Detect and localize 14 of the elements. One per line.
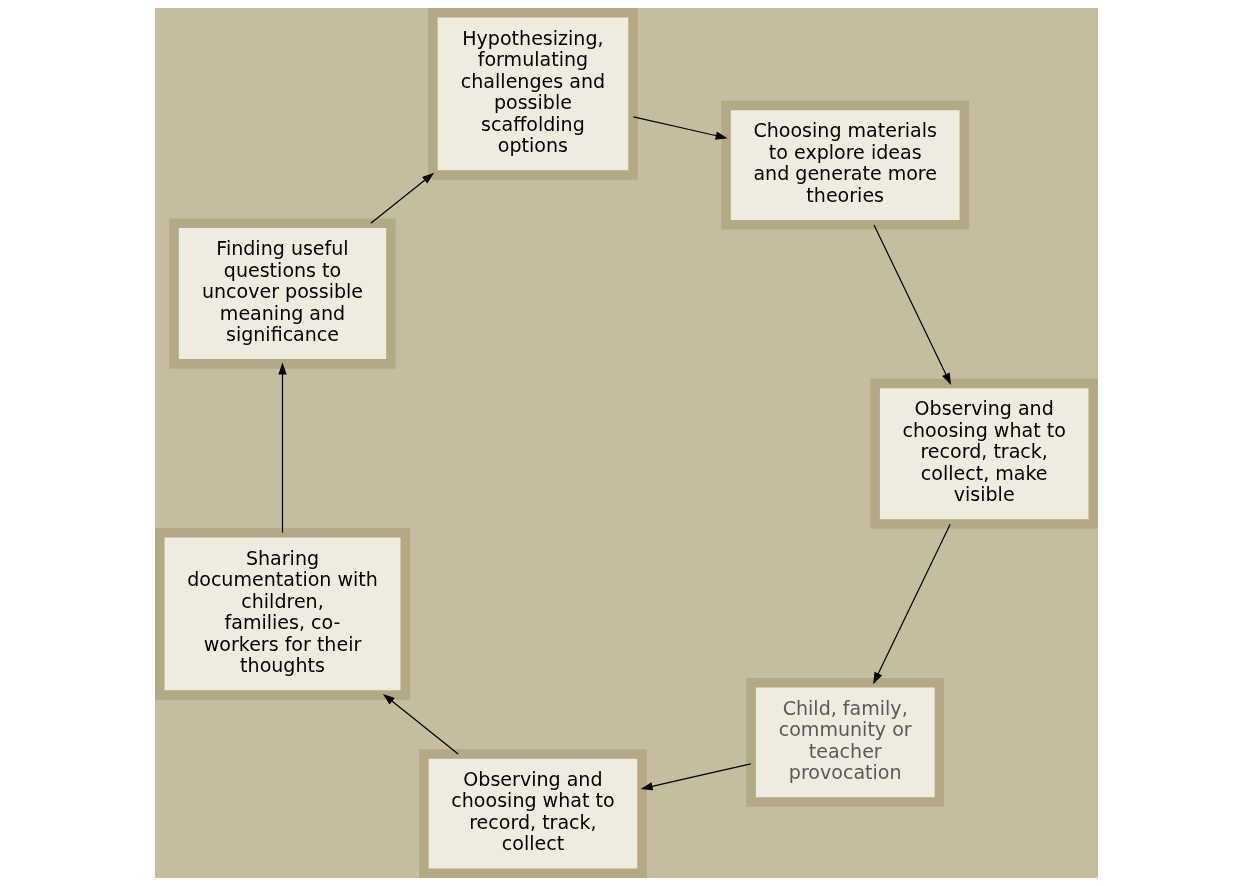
node-box: Observing and choosing what to record, track, collect, make visible — [870, 378, 1098, 529]
arrow — [370, 172, 435, 224]
arrow — [632, 116, 728, 140]
node-box: Observing and choosing what to record, track, collect — [419, 749, 647, 878]
node-box: Choosing materials to explore ideas and generate more theories — [721, 100, 970, 230]
arrow — [382, 693, 459, 755]
arrow — [640, 763, 752, 791]
arrow — [278, 362, 287, 534]
node-box: Hypothesizing, formulating challenges and possible scaffolding options — [428, 8, 638, 180]
arrow — [873, 523, 951, 685]
node-box: Sharing documentation with children, families, co-workers for their thoughts — [155, 528, 411, 700]
node-box: Finding useful questions to uncover possible meaning and significance — [169, 218, 396, 369]
node-box: Child, family, community or teacher provocation — [746, 677, 945, 807]
arrow — [873, 224, 952, 385]
